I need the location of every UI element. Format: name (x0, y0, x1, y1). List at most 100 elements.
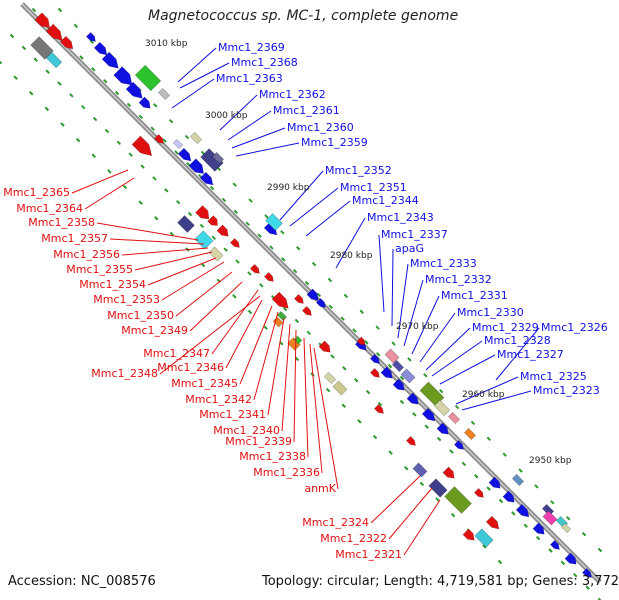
label-leaders (71, 47, 540, 556)
map-title: Magnetococcus sp. MC-1, complete genome (148, 8, 459, 24)
misc-feature-box (323, 371, 337, 385)
gene-label: Mmc1_2359 (301, 136, 368, 149)
gene-label: Mmc1_2329 (472, 321, 539, 334)
accession-text: Accession: NC_008576 (8, 574, 156, 589)
label-leader-line (495, 327, 540, 381)
label-leader-line (219, 94, 258, 131)
position-tick (474, 474, 479, 479)
reverse-gene-arrow (153, 133, 164, 144)
position-tick (33, 57, 38, 62)
position-tick (377, 401, 383, 407)
gene-label: Mmc1_2321 (335, 548, 402, 561)
gene-label: Mmc1_2348 (91, 367, 158, 380)
forward-gene-arrow (515, 503, 530, 518)
reverse-gene-arrow (216, 224, 229, 237)
position-tick (438, 388, 444, 394)
gene-label: Mmc1_2353 (93, 293, 160, 306)
reverse-gene-arrow (249, 263, 260, 274)
position-tick (13, 75, 18, 80)
position-tick (304, 280, 310, 286)
position-tick (257, 233, 262, 238)
scale-label: 2980 kbp (330, 251, 373, 261)
position-tick (81, 105, 86, 110)
position-tick (128, 152, 133, 157)
gene-label: Mmc1_2364 (16, 202, 83, 215)
misc-feature-box (511, 473, 525, 487)
position-tick (450, 512, 456, 518)
gene-label: Mmc1_2361 (273, 104, 340, 117)
position-tick (340, 316, 345, 321)
position-tick (175, 199, 181, 205)
forward-gene-arrow (380, 366, 393, 379)
position-tick (423, 373, 428, 378)
position-tick (168, 118, 174, 124)
misc-feature-box (208, 246, 224, 262)
position-tick (174, 150, 179, 155)
position-tick (573, 573, 578, 578)
gene-label: anmK (304, 482, 336, 495)
label-leader-line (227, 110, 272, 141)
forward-gene-labels: Mmc1_2369Mmc1_2368Mmc1_2363Mmc1_2362Mmc1… (216, 41, 608, 397)
position-tick (45, 69, 50, 74)
label-leader-line (391, 248, 394, 327)
misc-feature-box (45, 51, 63, 69)
position-tick (399, 375, 405, 381)
position-tick (316, 292, 322, 298)
position-tick (436, 436, 442, 442)
position-tick (399, 399, 405, 405)
position-tick (116, 140, 122, 146)
forward-gene-arrow (436, 422, 449, 435)
forward-gene-arrow (188, 158, 205, 175)
gene-label: Mmc1_2346 (157, 361, 224, 374)
position-tick (449, 449, 454, 454)
position-tick (391, 341, 396, 346)
gene-label: Mmc1_2362 (259, 88, 326, 101)
position-tick (375, 325, 380, 330)
misc-feature-box (384, 348, 400, 364)
position-tick (327, 277, 333, 283)
position-tick (581, 531, 587, 537)
gene-label: Mmc1_2354 (79, 278, 146, 291)
reverse-gene-arrow (131, 135, 153, 157)
forward-gene-arrow (85, 31, 96, 42)
label-leader-line (189, 281, 243, 332)
position-tick (184, 134, 190, 140)
position-tick (518, 468, 523, 473)
position-tick (235, 259, 240, 264)
position-tick (150, 126, 155, 131)
position-tick (223, 247, 228, 252)
position-tick (341, 403, 346, 408)
reverse-gene-arrow (485, 515, 500, 530)
position-tick (597, 547, 603, 553)
reverse-gene-arrow (301, 305, 312, 316)
position-tick (412, 412, 417, 417)
reverse-gene-arrow (271, 291, 289, 309)
position-tick (330, 354, 335, 359)
position-tick (482, 544, 487, 549)
label-leader-line (231, 127, 286, 149)
position-tick (454, 404, 460, 410)
gene-label: Mmc1_2324 (302, 516, 369, 529)
position-tick (140, 164, 145, 169)
misc-feature-box (560, 522, 572, 534)
position-tick (550, 500, 555, 505)
forward-gene-arrow (532, 522, 545, 535)
position-tick (162, 138, 167, 143)
position-tick (187, 211, 193, 217)
reverse-gene-arrow (207, 215, 218, 226)
position-tick (259, 283, 264, 288)
reverse-gene-arrow (195, 205, 210, 220)
position-tick (407, 357, 412, 362)
position-tick (31, 7, 37, 13)
position-tick (343, 293, 349, 299)
label-leader-line (309, 343, 323, 474)
reverse-gene-arrow (405, 435, 416, 446)
label-leader-line (419, 312, 456, 363)
misc-feature-box (400, 368, 416, 384)
reverse-gene-arrow (229, 237, 240, 248)
gene-label: Mmc1_2351 (340, 181, 407, 194)
gene-label: Mmc1_2347 (143, 347, 210, 360)
position-tick (328, 304, 333, 309)
position-tick (461, 461, 467, 467)
misc-feature-box (412, 462, 428, 478)
